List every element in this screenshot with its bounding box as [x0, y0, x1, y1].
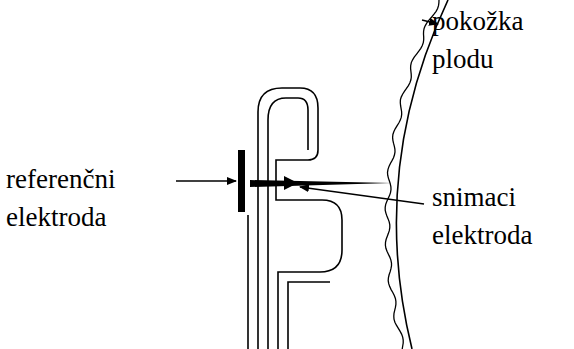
skin-label: pokožka plodu	[432, 2, 523, 78]
reference-electrode	[238, 150, 245, 212]
recording-electrode	[250, 180, 392, 187]
electrode-holder	[248, 88, 342, 349]
leader-line	[300, 187, 424, 204]
electrode-barb	[284, 176, 298, 190]
leader-line	[176, 180, 236, 181]
reference-label: referenčni elektroda	[6, 160, 115, 236]
fetal-skin-inner	[385, 0, 439, 349]
recording-label: snimaci elektroda	[432, 178, 532, 254]
